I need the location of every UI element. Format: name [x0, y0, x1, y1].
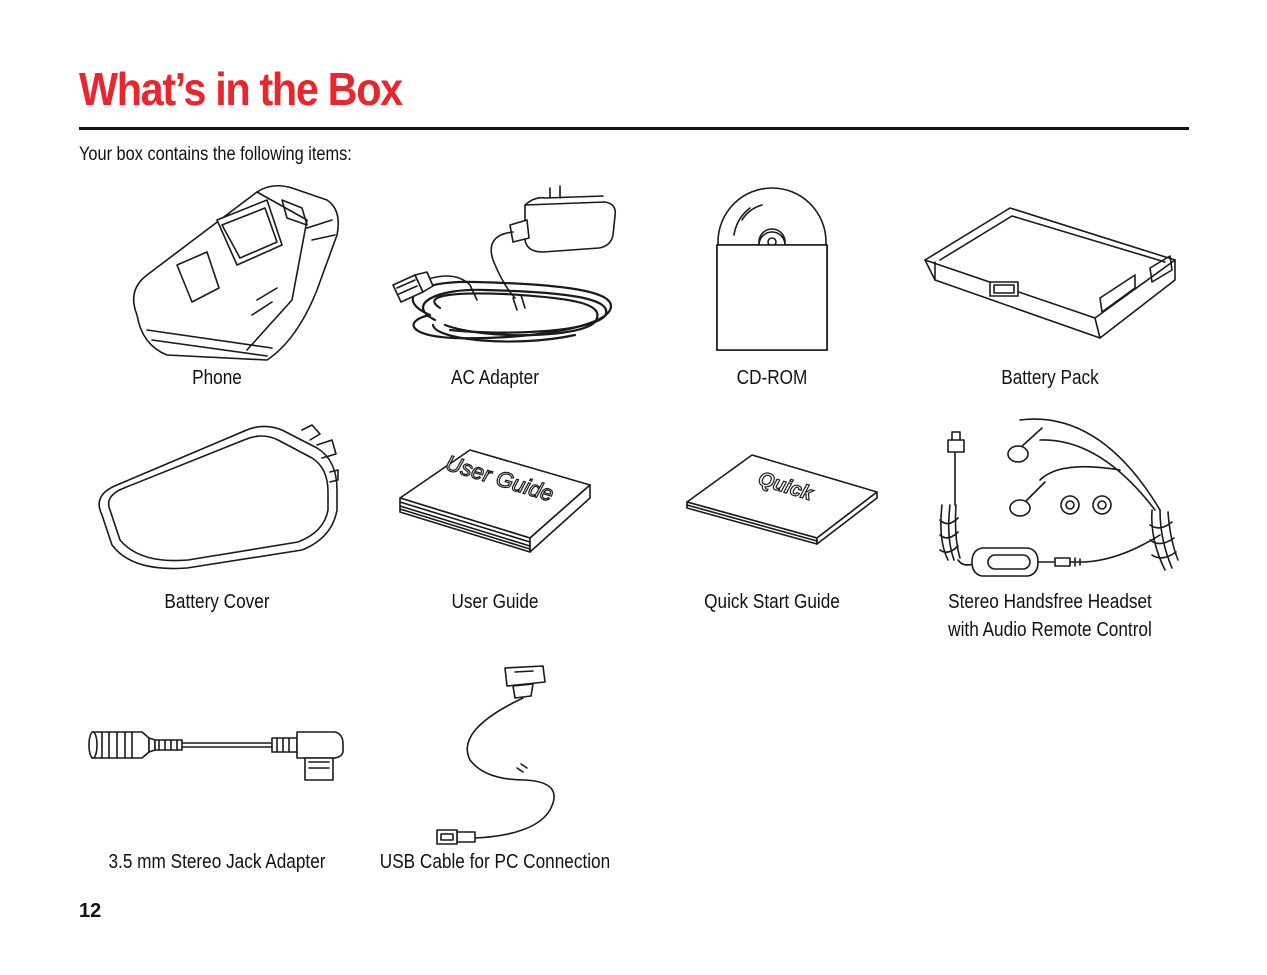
- stereo-jack-adapter-icon: [87, 660, 347, 810]
- quick-start-guide-icon: Quick: [642, 420, 902, 580]
- usb-cable-icon: [365, 660, 625, 850]
- page-title: What’s in the Box: [79, 63, 403, 115]
- battery-pack-icon: [920, 180, 1180, 350]
- stereo-headset-icon: [920, 410, 1180, 580]
- item-caption: CD-ROM: [736, 367, 808, 389]
- item-caption: Battery Pack: [1001, 367, 1099, 389]
- item-caption: 3.5 mm Stereo Jack Adapter: [108, 851, 326, 873]
- cd-rom-icon: [642, 180, 902, 360]
- page-number: 12: [79, 900, 102, 922]
- item-caption: Stereo Handsfree Headset with Audio Remo…: [948, 591, 1152, 641]
- item-caption: Phone: [192, 367, 242, 389]
- intro-text: Your box contains the following items:: [79, 144, 352, 165]
- title-divider: [79, 127, 1189, 130]
- flip-phone-icon: [87, 180, 347, 370]
- item-caption: USB Cable for PC Connection: [379, 851, 611, 873]
- user-guide-icon: User Guide: [365, 420, 625, 580]
- item-caption: Battery Cover: [164, 591, 270, 613]
- item-caption: User Guide: [451, 591, 539, 613]
- item-caption: AC Adapter: [451, 367, 539, 389]
- item-caption: Quick Start Guide: [704, 591, 840, 613]
- ac-adapter-icon: [365, 180, 625, 360]
- battery-cover-icon: [87, 420, 347, 580]
